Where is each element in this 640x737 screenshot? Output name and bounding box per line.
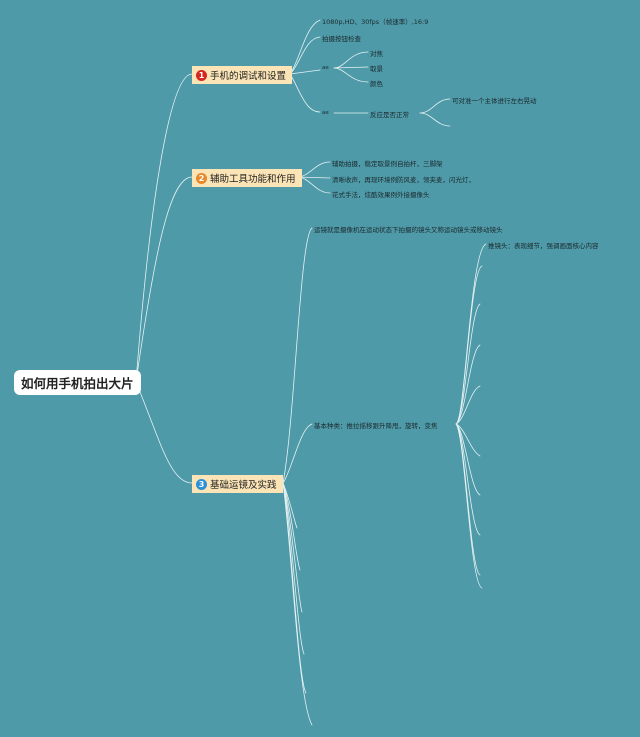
branch-phone-settings[interactable]: 1 手机的调试和设置 [192, 66, 293, 84]
leaf-ae-2[interactable]: ae [322, 110, 329, 116]
leaf-shutter-check[interactable]: 拍摄按钮检查 [322, 35, 361, 43]
leaf-focus[interactable]: 对焦 [370, 50, 383, 58]
branch-label: 手机的调试和设置 [210, 71, 287, 82]
leaf-movement-definition[interactable]: 运镜就是摄像机在运动状态下拍摄的镜头又称运动镜头或移动镜头 [314, 226, 503, 234]
leaf-effects[interactable]: 花式手法，炫酷效果例外接摄像头 [332, 191, 430, 199]
leaf-framing[interactable]: 取景 [370, 65, 383, 73]
number-badge-icon: 3 [196, 478, 207, 490]
leaf-movement-types[interactable]: 基本种类：推拉摇移跟升降甩，旋转，变焦 [314, 422, 438, 430]
leaf-stabilize[interactable]: 辅助拍摄，稳定取景例自拍杆，三脚架 [332, 160, 443, 168]
leaf-color[interactable]: 颜色 [370, 80, 383, 88]
branch-label: 辅助工具功能和作用 [210, 174, 296, 185]
leaf-response-check[interactable]: 反应是否正常 [370, 111, 409, 119]
leaf-shake-note[interactable]: 可对准一个主体进行左右晃动 [452, 97, 537, 105]
branch-camera-movement[interactable]: 3 基础运镜及实践 [192, 475, 283, 493]
branch-accessories[interactable]: 2 辅助工具功能和作用 [192, 169, 302, 187]
branch-label: 基础运镜及实践 [210, 480, 277, 491]
leaf-ae-1[interactable]: ae [322, 65, 329, 71]
leaf-resolution[interactable]: 1080p,HD、30fps（帧速率）,16:9 [322, 18, 429, 26]
number-badge-icon: 1 [196, 69, 207, 81]
root-topic[interactable]: 如何用手机拍出大片 [14, 370, 141, 395]
number-badge-icon: 2 [196, 172, 207, 184]
leaf-audio[interactable]: 清晰收声，再现环境例防风麦，领夹麦，闪光灯， [332, 176, 475, 184]
leaf-push-shot[interactable]: 推镜头：表现细节，强调画面核心内容 [488, 242, 599, 250]
